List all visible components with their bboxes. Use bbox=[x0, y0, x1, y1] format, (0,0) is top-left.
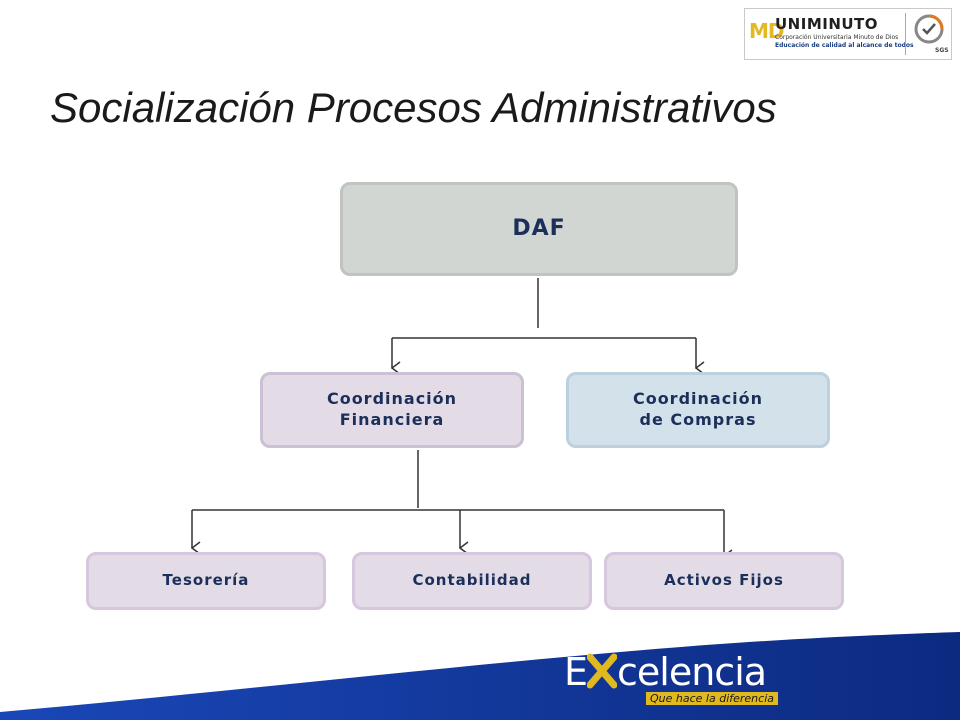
md-logo-mark: MD bbox=[749, 19, 785, 43]
node-daf: DAF bbox=[340, 182, 738, 276]
node-financiera-line2: Financiera bbox=[339, 410, 445, 429]
footer-wave bbox=[0, 632, 960, 720]
excelencia-tagline: Que hace la diferencia bbox=[646, 692, 778, 705]
node-contabilidad: Contabilidad bbox=[352, 552, 592, 610]
node-coordinacion-financiera: Coordinación Financiera bbox=[260, 372, 524, 448]
certification-seal-icon bbox=[914, 14, 944, 44]
logo-line1: Corporación Universitaria Minuto de Dios bbox=[775, 34, 899, 41]
sgs-label: SGS bbox=[935, 47, 949, 54]
logo-name: UNIMINUTO bbox=[775, 15, 879, 33]
node-coordinacion-compras: Coordinación de Compras bbox=[566, 372, 830, 448]
excelencia-wordmark: celencia bbox=[617, 650, 767, 694]
node-activos-fijos: Activos Fijos bbox=[604, 552, 844, 610]
excelencia-logo: E celencia Que hace la diferencia bbox=[564, 650, 778, 705]
slide-title: Socialización Procesos Administrativos bbox=[50, 84, 777, 131]
node-compras-line1: Coordinación bbox=[632, 389, 764, 409]
excelencia-first-letter: E bbox=[564, 650, 588, 694]
node-compras-line2: de Compras bbox=[639, 410, 757, 429]
node-tesoreria: Tesorería bbox=[86, 552, 326, 610]
logo-divider bbox=[905, 13, 906, 55]
uniminuto-logo: MD UNIMINUTO Corporación Universitaria M… bbox=[744, 8, 952, 60]
node-financiera-line1: Coordinación bbox=[326, 389, 458, 409]
excelencia-x-mark-icon bbox=[586, 653, 618, 689]
logo-line2: Educación de calidad al alcance de todos bbox=[775, 42, 914, 49]
